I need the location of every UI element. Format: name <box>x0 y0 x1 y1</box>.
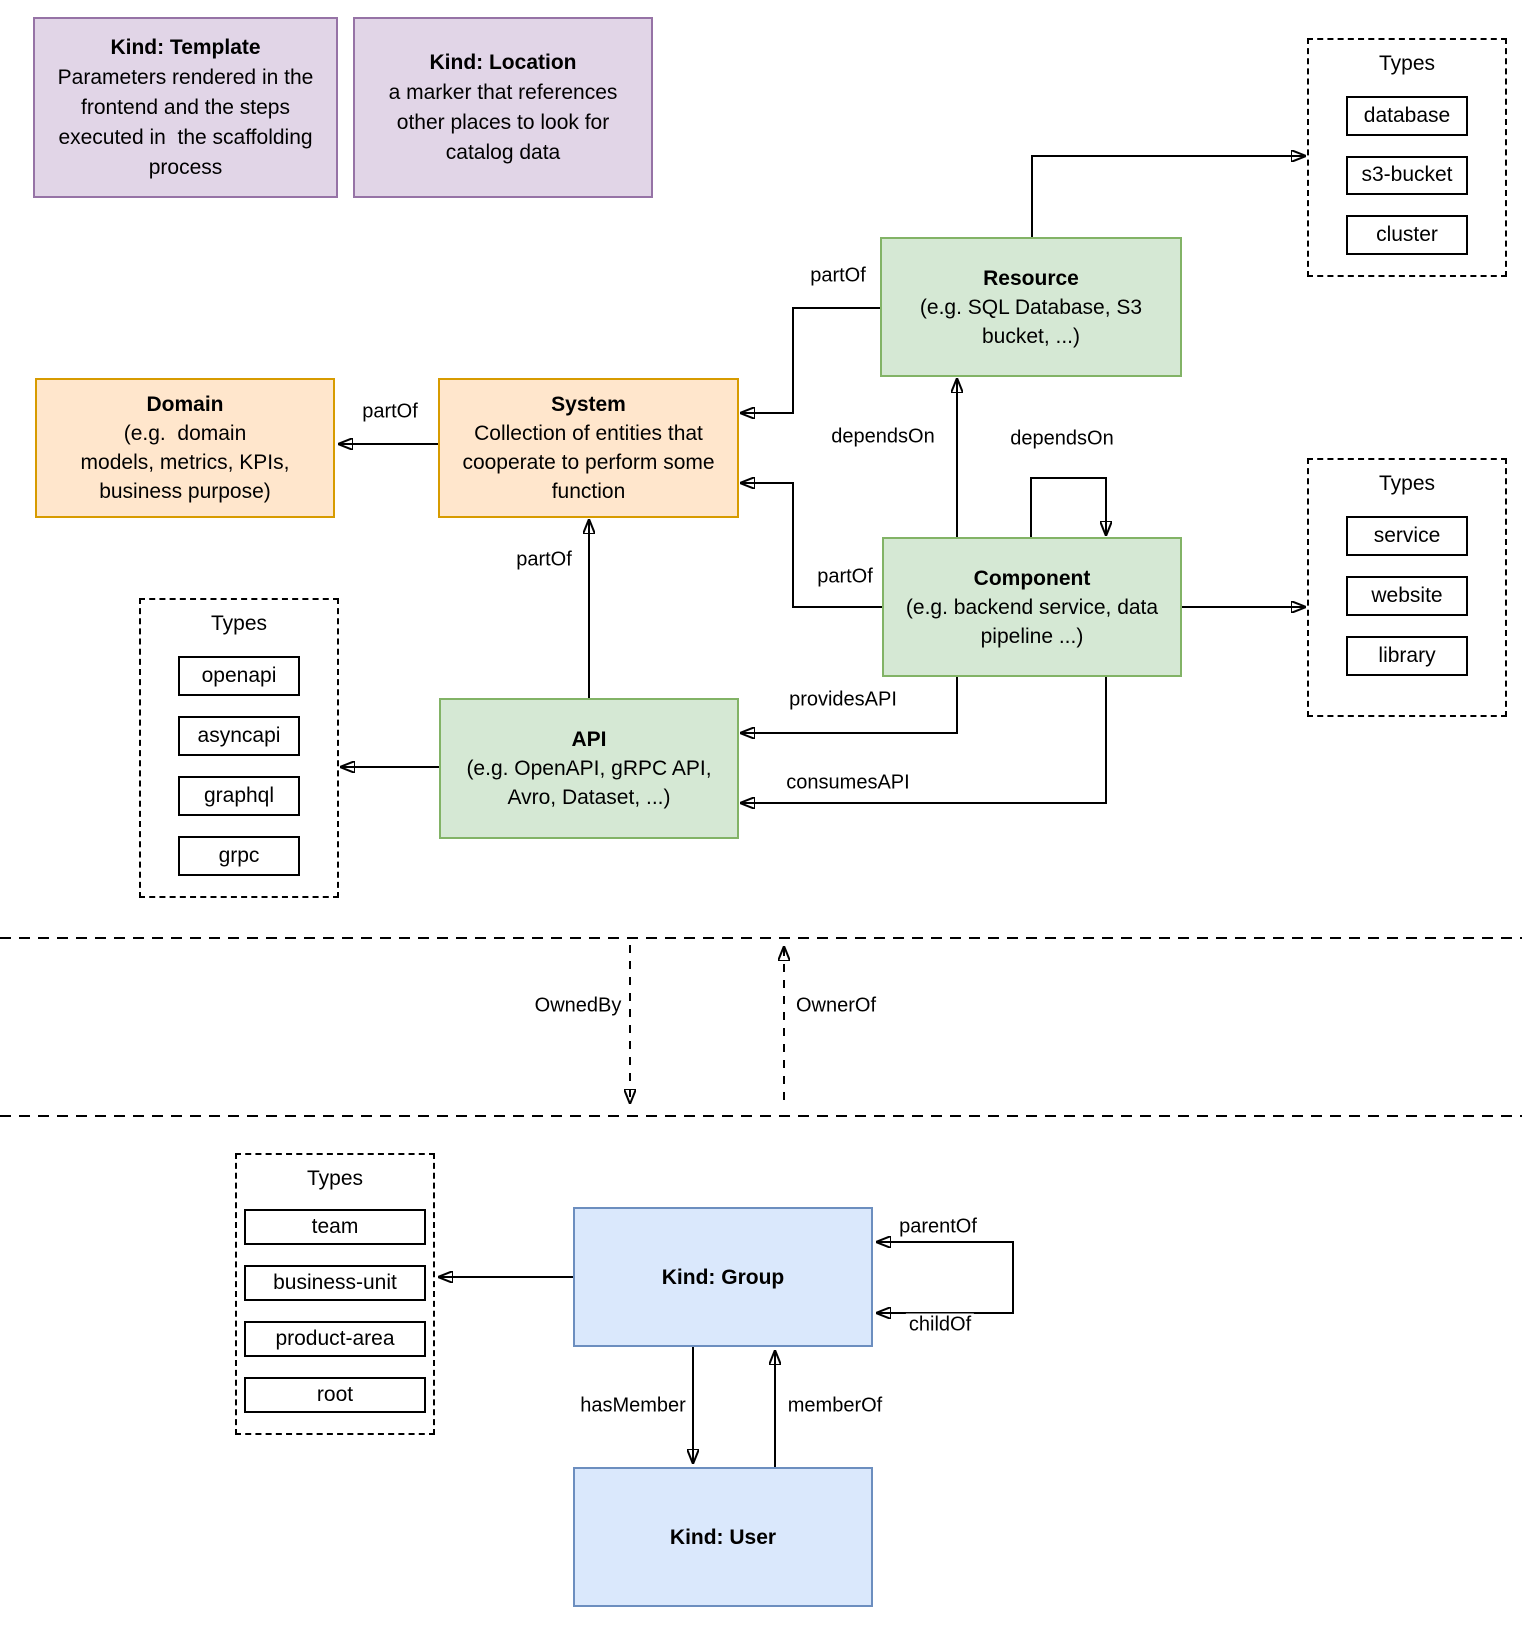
edge-label-providesapi: providesAPI <box>786 688 900 712</box>
api-types-title: Types <box>210 612 268 635</box>
type-item-cluster: cluster <box>1346 215 1468 256</box>
template-line: executed in the scaffolding <box>58 125 313 149</box>
domain-line: (e.g. domain <box>123 422 247 445</box>
edge-parentof-childof-group-self-loop <box>877 1242 1014 1313</box>
api-title: API <box>571 728 607 751</box>
api-node: API (e.g. OpenAPI, gRPC API, Avro, Datas… <box>439 698 739 839</box>
template-line: frontend and the steps <box>81 95 290 119</box>
edge-label-ownedby: OwnedBy <box>531 994 625 1018</box>
edge-label-hasmember: hasMember <box>577 1394 689 1418</box>
edge-label-dependson: dependsOn <box>828 425 938 449</box>
type-item-team: team <box>244 1209 426 1245</box>
edge-dependson-component-self-loop <box>1030 477 1106 537</box>
edge-label-partof: partOf <box>807 264 869 288</box>
location-kind-node: Kind: Location a marker that references … <box>353 17 653 198</box>
user-title: Kind: User <box>669 1525 777 1549</box>
resource-node: Resource (e.g. SQL Database, S3 bucket, … <box>880 237 1182 377</box>
type-item-website: website <box>1346 576 1468 616</box>
edge-label-ownerof: OwnerOf <box>792 994 880 1018</box>
edge-label-memberof: memberOf <box>784 1394 886 1418</box>
domain-node: Domain (e.g. domain models, metrics, KPI… <box>35 378 335 518</box>
template-kind-node: Kind: Template Parameters rendered in th… <box>33 17 338 198</box>
edge-label-partof: partOf <box>513 548 575 572</box>
api-line: Avro, Dataset, ...) <box>507 786 671 809</box>
edge-label-consumesapi: consumesAPI <box>783 771 913 795</box>
system-title: System <box>551 393 626 416</box>
template-line: Parameters rendered in the <box>57 65 314 89</box>
system-node: System Collection of entities that coope… <box>438 378 739 518</box>
type-item-service: service <box>1346 516 1468 556</box>
edge-label-childof: childOf <box>905 1313 975 1337</box>
component-line: (e.g. backend service, data <box>905 595 1159 619</box>
group-types-title: Types <box>306 1167 364 1190</box>
location-line: catalog data <box>445 140 561 164</box>
resource-types-title: Types <box>1378 52 1436 75</box>
type-item-product-area: product-area <box>244 1321 426 1357</box>
component-title: Component <box>973 566 1091 590</box>
system-line: Collection of entities that <box>474 422 703 445</box>
type-item-graphql: graphql <box>178 776 300 816</box>
edge-resource-to-types <box>1031 156 1305 237</box>
system-line: cooperate to perform some <box>462 451 715 474</box>
location-line: a marker that references <box>388 80 618 104</box>
edge-label-dependson: dependsOn <box>1007 427 1117 451</box>
component-types-box: Types service website library <box>1307 458 1507 717</box>
resource-line: (e.g. SQL Database, S3 <box>919 295 1143 319</box>
component-node: Component (e.g. backend service, data pi… <box>882 537 1182 677</box>
resource-line: bucket, ...) <box>981 324 1081 348</box>
edge-label-partof: partOf <box>814 565 876 589</box>
group-kind-node: Kind: Group <box>573 1207 873 1347</box>
template-title: Kind: Template <box>110 35 261 59</box>
edge-partof-component-to-system <box>741 483 882 608</box>
component-types-title: Types <box>1378 472 1436 495</box>
type-item-business-unit: business-unit <box>244 1265 426 1301</box>
edge-label-partof: partOf <box>359 400 421 424</box>
domain-title: Domain <box>146 393 224 416</box>
user-kind-node: Kind: User <box>573 1467 873 1607</box>
component-line: pipeline ...) <box>980 624 1084 648</box>
type-item-asyncapi: asyncapi <box>178 716 300 756</box>
type-item-database: database <box>1346 95 1468 136</box>
api-types-box: Types openapi asyncapi graphql grpc <box>139 598 339 898</box>
type-item-library: library <box>1346 636 1468 676</box>
resource-title: Resource <box>983 266 1079 290</box>
template-line: process <box>148 155 223 179</box>
edge-label-parentof: parentOf <box>896 1215 980 1239</box>
domain-line: business purpose) <box>99 480 271 503</box>
edge-providesapi-component-to-api <box>741 677 958 733</box>
edge-consumesapi-component-to-api <box>741 677 1107 803</box>
type-item-grpc: grpc <box>178 836 300 876</box>
location-title: Kind: Location <box>429 50 577 74</box>
group-title: Kind: Group <box>661 1265 785 1289</box>
location-line: other places to look for <box>396 110 610 134</box>
resource-types-box: Types database s3-bucket cluster <box>1307 38 1507 277</box>
type-item-root: root <box>244 1377 426 1413</box>
domain-line: models, metrics, KPIs, <box>80 451 290 474</box>
api-line: (e.g. OpenAPI, gRPC API, <box>466 757 712 780</box>
group-types-box: Types team business-unit product-area ro… <box>235 1153 435 1435</box>
edge-partof-resource-to-system <box>741 307 880 413</box>
type-item-s3-bucket: s3-bucket <box>1346 155 1468 196</box>
type-item-openapi: openapi <box>178 656 300 696</box>
system-line: function <box>551 480 626 503</box>
